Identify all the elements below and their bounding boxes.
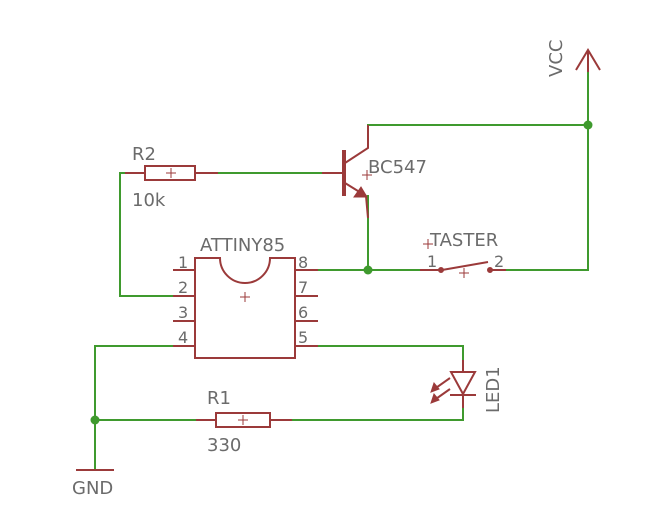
- vcc-arrow: [575, 48, 601, 72]
- transistor-emitter: [344, 182, 369, 219]
- ic-origin-mark: [240, 292, 250, 302]
- r1-name: R1: [207, 388, 231, 409]
- ic-left-pins: [173, 269, 195, 347]
- led-label: LED1: [483, 366, 504, 413]
- ic-pin-1: 1: [178, 253, 188, 272]
- transistor-emitter-arrow: [353, 186, 368, 198]
- ic-pin-8: 8: [298, 253, 308, 272]
- resistor-r1: R1 330: [196, 388, 292, 456]
- gnd-label: GND: [72, 478, 113, 499]
- junction-pin8: [363, 265, 373, 275]
- wires: [94, 69, 589, 471]
- ic-attiny85: ATTINY85 1 2 3 4 8 7 6 5: [173, 235, 318, 359]
- ic-pin-2: 2: [178, 278, 188, 297]
- switch-origin-mark-label: [423, 239, 433, 249]
- ic-pin-7: 7: [298, 278, 308, 297]
- gnd-symbol: GND: [72, 469, 114, 499]
- ic-body: [194, 257, 296, 359]
- ic-pin-4: 4: [178, 328, 188, 347]
- ic-right-pins: [295, 269, 318, 347]
- r2-name: R2: [132, 144, 156, 165]
- switch-pin-2: 2: [494, 252, 504, 271]
- r2-origin-mark: [166, 168, 176, 178]
- ic-label: ATTINY85: [200, 235, 285, 256]
- transistor-collector: [344, 125, 369, 164]
- resistor-r2: R2 10k: [125, 144, 218, 211]
- switch-label: TASTER: [429, 230, 498, 251]
- transistor-bc547: BC547: [322, 125, 427, 219]
- led-triangle: [449, 371, 477, 397]
- r1-value: 330: [207, 435, 241, 456]
- led-emission-arrowhead-1: [430, 381, 440, 393]
- switch-origin-mark-center: [459, 268, 469, 278]
- ic-pin-3: 3: [178, 303, 188, 322]
- transistor-label: BC547: [368, 157, 427, 178]
- switch-lever: [441, 261, 489, 271]
- vcc-label: VCC: [546, 40, 567, 77]
- r1-origin-mark: [238, 415, 248, 425]
- junction-vcc: [583, 120, 593, 130]
- switch-pin-1: 1: [427, 252, 437, 271]
- switch-contact-2: [487, 267, 493, 273]
- wire-pin5-led: [294, 345, 464, 373]
- ic-pin-6: 6: [298, 303, 308, 322]
- led-emission-arrowhead-2: [430, 392, 440, 404]
- wire-pin4-gnd: [94, 345, 196, 471]
- ic-pin-5: 5: [298, 328, 308, 347]
- r2-value: 10k: [132, 190, 166, 211]
- junction-gnd: [90, 415, 100, 425]
- led-led1: LED1: [430, 360, 504, 413]
- vcc-symbol: VCC: [546, 40, 601, 77]
- switch-taster: TASTER 1 2: [420, 230, 506, 278]
- transistor-origin-mark: [362, 170, 372, 180]
